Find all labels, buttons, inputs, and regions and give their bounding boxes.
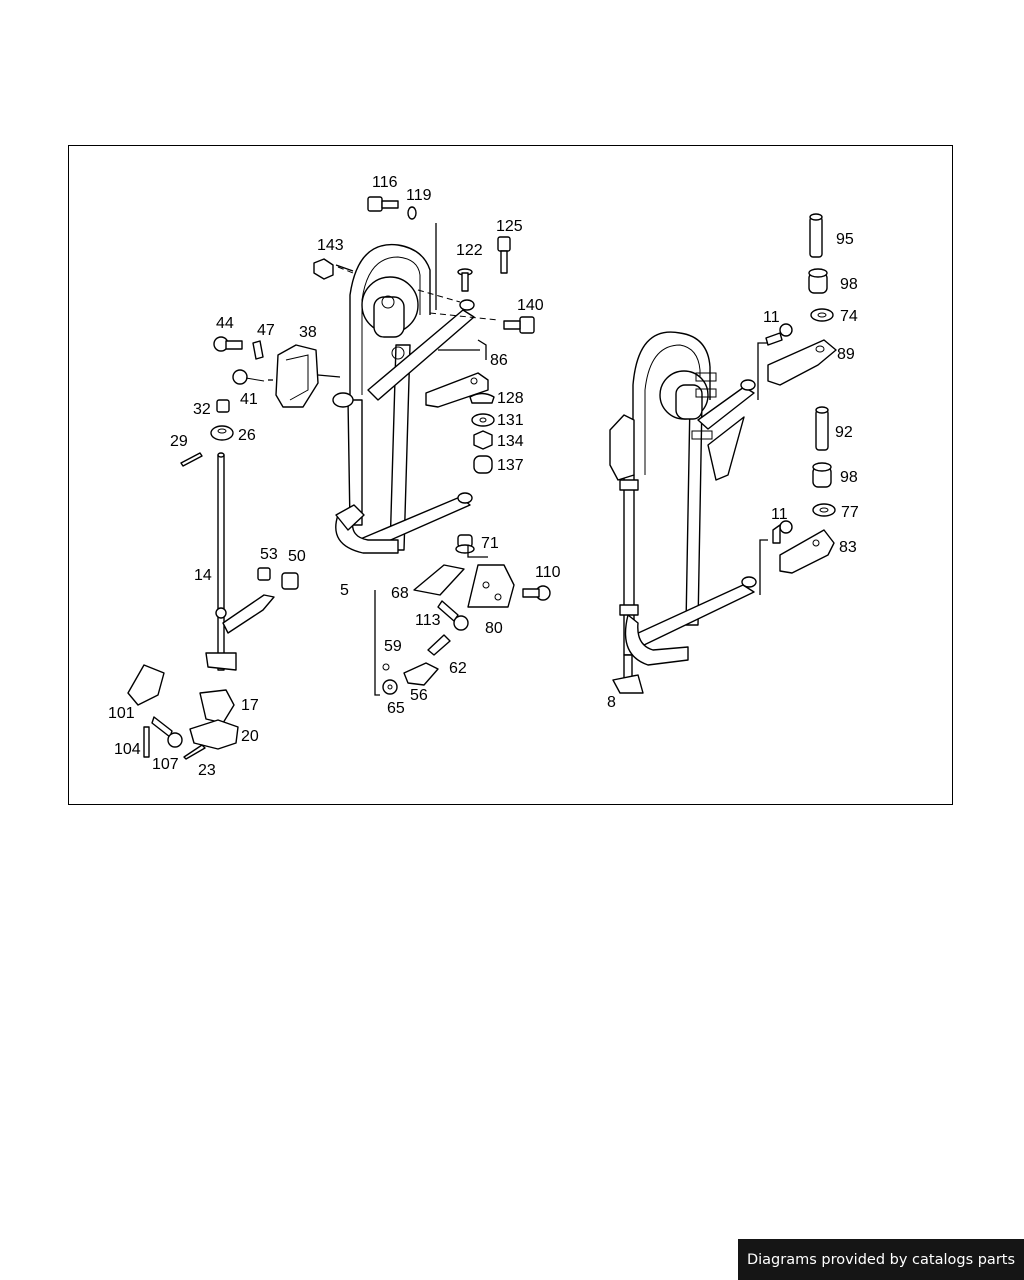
part-labels: 116 119 125 122 143 140 44 47 38 86 41 1… [108,174,859,779]
label-104: 104 [114,741,141,758]
label-62: 62 [449,660,467,677]
label-38: 38 [299,324,317,341]
label-56: 56 [410,687,428,704]
label-128: 128 [497,390,524,407]
label-125: 125 [496,218,523,235]
label-50: 50 [288,548,306,565]
label-47: 47 [257,322,275,339]
label-14: 14 [194,567,212,584]
attribution-banner: Diagrams provided by catalogs parts [738,1239,1024,1280]
right-hardware [765,213,837,574]
label-5: 5 [340,582,349,599]
label-140: 140 [517,297,544,314]
label-23: 23 [198,762,216,779]
label-77: 77 [841,504,859,521]
label-11-upper: 11 [763,309,780,326]
label-95: 95 [836,231,854,248]
label-131: 131 [497,412,524,429]
label-86: 86 [490,352,508,369]
label-44: 44 [216,315,234,332]
label-59: 59 [384,638,402,655]
label-89: 89 [837,346,855,363]
left-hardware [127,196,551,760]
label-98-lower: 98 [840,469,858,486]
label-122: 122 [456,242,483,259]
label-20: 20 [241,728,259,745]
label-11-lower: 11 [771,506,788,523]
label-29: 29 [170,433,188,450]
label-80: 80 [485,620,503,637]
label-98-upper: 98 [840,276,858,293]
label-53: 53 [260,546,278,563]
label-74: 74 [840,308,858,325]
label-71: 71 [481,535,499,552]
label-110: 110 [535,564,561,581]
right-regulator-frame [609,331,757,694]
label-8: 8 [607,694,616,711]
label-17: 17 [241,697,259,714]
label-143: 143 [317,237,344,254]
label-32: 32 [193,401,211,418]
label-65: 65 [387,700,405,717]
label-92: 92 [835,424,853,441]
label-119: 119 [406,187,432,204]
label-26: 26 [238,427,256,444]
label-41: 41 [240,391,258,408]
label-116: 116 [372,174,398,191]
left-regulator-frame [332,243,499,554]
label-134: 134 [497,433,524,450]
label-137: 137 [497,457,524,474]
label-101: 101 [108,705,135,722]
right-leader-lines [757,342,768,595]
label-83: 83 [839,539,857,556]
label-68: 68 [391,585,409,602]
label-107: 107 [152,756,179,773]
left-leader-lines [268,223,488,696]
label-113: 113 [415,612,441,629]
exploded-parts-diagram: 116 119 125 122 143 140 44 47 38 86 41 1… [108,174,859,779]
